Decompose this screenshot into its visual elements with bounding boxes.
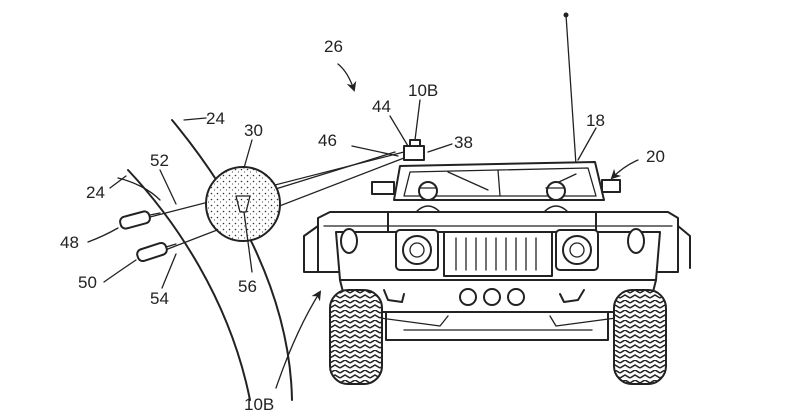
bumper-light-3: [507, 288, 525, 306]
ref-52: 52: [150, 151, 169, 170]
ref-24-top: 24: [206, 109, 225, 128]
windshield: [403, 167, 597, 197]
bumper-light-2: [483, 288, 501, 306]
wave-front-inner: [127, 169, 251, 401]
leader-56: [243, 211, 253, 273]
leader-46: [351, 145, 399, 157]
leader-30: [243, 139, 253, 169]
target-50: [136, 241, 177, 263]
suspension-right: [549, 289, 617, 327]
wheel-left: [329, 289, 383, 385]
ref-10b-bottom: 10B: [244, 395, 274, 414]
ref-10b-top: 10B: [408, 81, 438, 100]
target-48: [119, 210, 161, 230]
vehicle: [303, 12, 691, 385]
arrow-26: [337, 63, 357, 92]
ref-48: 48: [60, 233, 79, 252]
occupant-left: [415, 181, 441, 213]
interaction-sphere: [205, 166, 281, 242]
sphere-core: [235, 195, 251, 213]
occupant-right: [543, 181, 569, 213]
arrow-10b-bottom: [275, 290, 322, 389]
leader-48: [87, 227, 119, 243]
mirror-right: [601, 179, 621, 193]
ref-44: 44: [372, 97, 391, 116]
grille: [443, 231, 553, 277]
ref-56: 56: [238, 277, 257, 296]
antenna: [565, 14, 577, 166]
beam-line-lower: [159, 157, 405, 253]
ref-30: 30: [244, 121, 263, 140]
headlight-left: [395, 229, 439, 271]
leader-18: [577, 127, 597, 161]
leader-54: [161, 253, 177, 289]
leader-24b: [109, 175, 127, 189]
leader-24a: [183, 117, 207, 121]
side-lamp-right: [627, 228, 645, 254]
leader-44: [389, 115, 409, 147]
ref-38: 38: [454, 133, 473, 152]
wave-front-outer: [171, 119, 293, 401]
ref-18: 18: [586, 111, 605, 130]
ref-54: 54: [150, 289, 169, 308]
suspension-left: [379, 289, 449, 327]
leader-50: [103, 259, 137, 283]
side-lamp-left: [340, 228, 358, 254]
headlight-right: [555, 229, 599, 271]
arrow-20: [610, 159, 639, 180]
emitter-device: [403, 139, 425, 161]
leader-10b-top: [414, 99, 421, 141]
ref-20: 20: [646, 147, 665, 166]
leader-38: [427, 143, 453, 153]
ref-46: 46: [318, 131, 337, 150]
ref-24-left: 24: [86, 183, 105, 202]
bumper-light-1: [459, 288, 477, 306]
mirror-left: [371, 181, 395, 195]
wheel-right: [613, 289, 667, 385]
underbody: [385, 311, 609, 341]
ref-50: 50: [78, 273, 97, 292]
ref-26: 26: [324, 37, 343, 56]
leader-52: [159, 169, 177, 205]
